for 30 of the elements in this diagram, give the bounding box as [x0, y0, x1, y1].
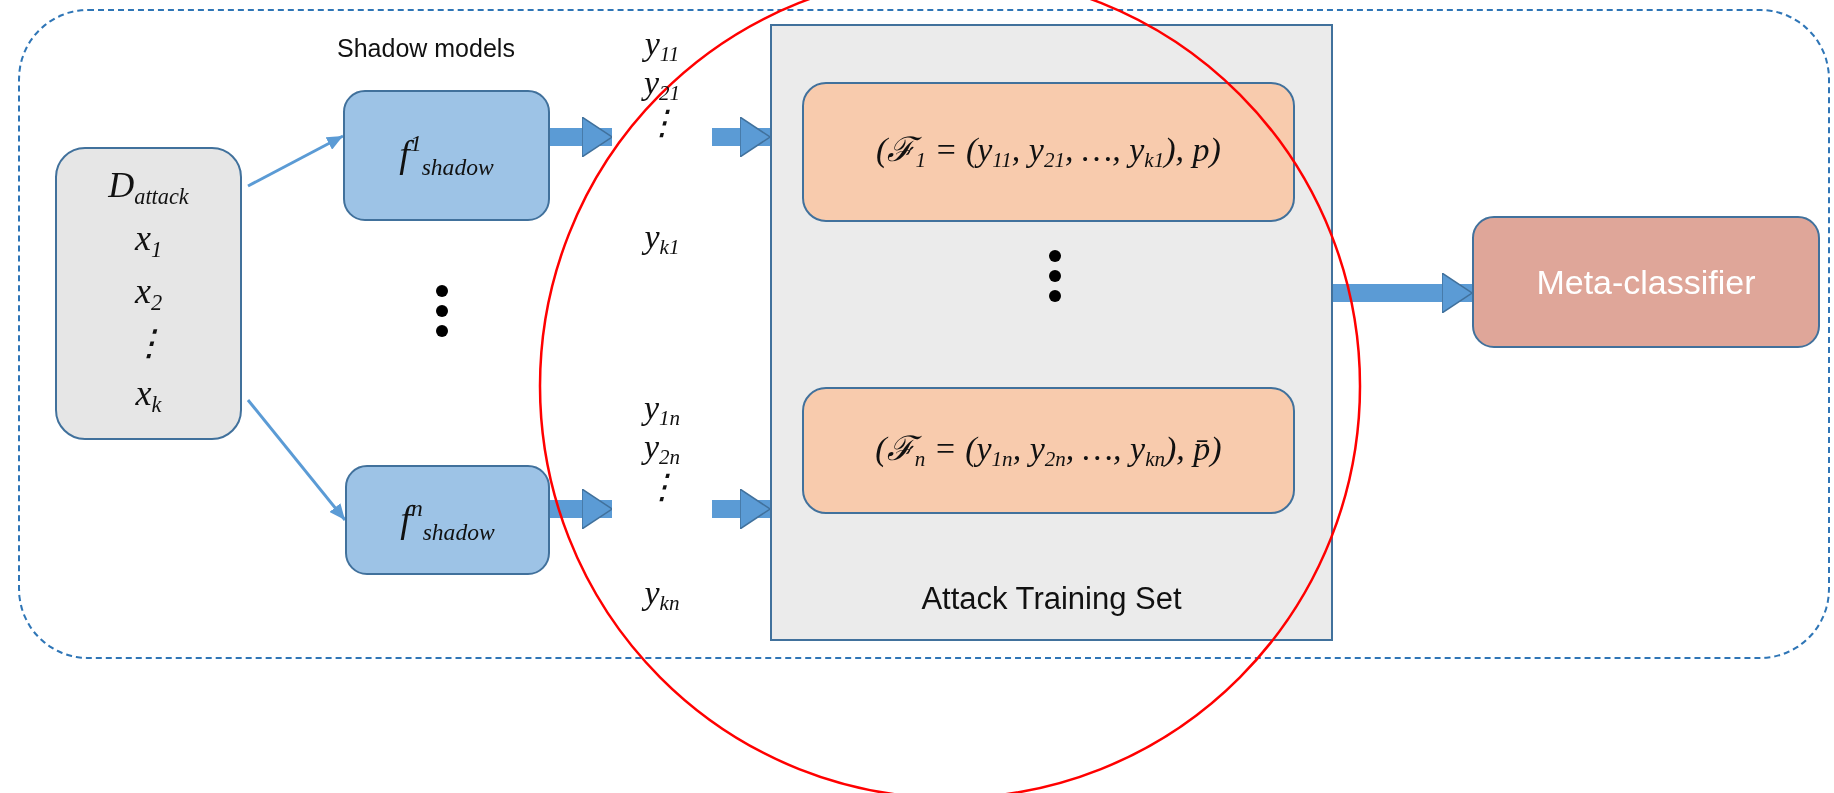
- math-label: ⋮: [645, 104, 679, 141]
- classifier-box: [1472, 216, 1820, 348]
- math-label: ⋮: [130, 325, 167, 364]
- block-arrow: [712, 488, 771, 530]
- block-arrow: [550, 488, 613, 530]
- dataset-box: [55, 147, 242, 440]
- math-label: x$_{k}$: [135, 375, 162, 417]
- math-label: y$_{1n}$: [643, 390, 681, 430]
- block-arrow: [1333, 272, 1473, 314]
- feature-box: [802, 387, 1295, 514]
- math-label: y$_{21}$: [643, 65, 681, 105]
- model-box: [345, 465, 550, 575]
- math-label: ⋮: [645, 468, 679, 505]
- formula: (ℱ$_{n}$ = (y$_{1n}$, y$_{2n}$, …, y$_{kn}$), p̄): [875, 430, 1222, 471]
- arrow: [247, 134, 344, 188]
- training-set-panel: [770, 24, 1333, 641]
- block-arrow: [550, 116, 613, 158]
- block-arrow: [712, 116, 771, 158]
- box-label: Meta-classifier: [1536, 262, 1756, 302]
- column-heading: Shadow models: [337, 34, 515, 63]
- math-label: D$_{attack}$: [108, 166, 189, 208]
- arrow: [246, 399, 347, 521]
- panel-title: Attack Training Set: [921, 581, 1182, 617]
- dashed-group-boundary: [18, 9, 1830, 659]
- math-label: x$_{2}$: [134, 272, 163, 314]
- math-label: y$_{2n}$: [643, 429, 681, 469]
- math-label: y$_{11}$: [644, 26, 680, 66]
- math-label: x$_{1}$: [134, 219, 163, 261]
- feature-box: [802, 82, 1295, 222]
- formula: (ℱ$_{1}$ = (y$_{11}$, y$_{21}$, …, y$_{k1}$), p): [876, 132, 1221, 172]
